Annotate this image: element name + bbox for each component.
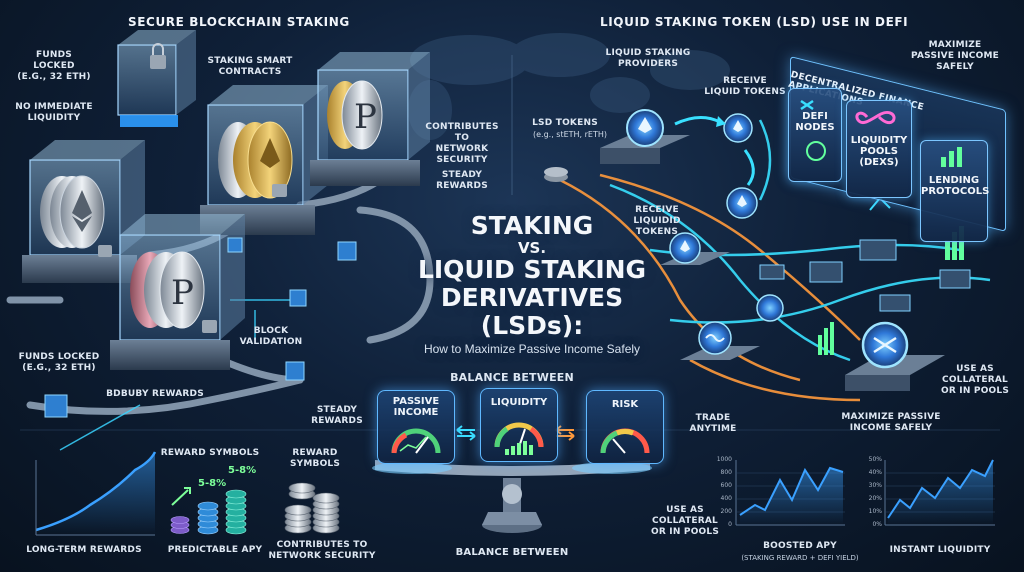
label-trade-anytime: TRADE ANYTIME: [689, 413, 737, 434]
title-derivatives: DERIVATIVES (LSDs):: [440, 283, 624, 340]
label-lsd-tokens: LSD TOKENS: [532, 118, 598, 128]
label-boosted-apy: BOOSTED APY: [763, 541, 837, 551]
balance-between-top: BALANCE BETWEEN: [450, 371, 574, 384]
card-liquidity-pools[interactable]: LIQUIDITY POOLS (DEXs): [846, 100, 912, 198]
svg-text:P: P: [171, 273, 194, 313]
card-liquidity-pools-label: LIQUIDITY POOLS (DEXs): [850, 135, 908, 168]
label-steady-rewards-top: STEADY REWARDS: [436, 170, 488, 191]
speedometer-icon: [494, 422, 544, 455]
gauge-liquidity: LIQUIDITY: [480, 388, 558, 462]
card-defi-nodes[interactable]: DEFI NODES: [788, 88, 842, 182]
label-steady-rewards-bottom: STEADY REWARDS: [311, 405, 363, 426]
label-providers: LIQUID STAKING PROVIDERS: [605, 48, 691, 69]
card-lending-protocols[interactable]: LENDING PROTOCOLS: [920, 140, 990, 242]
svg-text:P: P: [354, 97, 377, 137]
speedometer-icon: [600, 428, 650, 454]
label-use-collateral-bottom: USE AS COLLATERAL OR IN POOLS: [650, 505, 720, 537]
infinity-icon: [855, 111, 896, 125]
label-maximize-top: MAXIMIZE PASSIVE INCOME SAFELY: [911, 40, 999, 72]
label-contributes-network: CONTRIBUTES TO NETWORK SECURITY: [268, 540, 376, 561]
label-reward-symbols-a: REWARD SYMBOLS: [160, 448, 260, 458]
label-receive-top: RECEIVE LIQUID TOKENS: [704, 76, 786, 97]
apy-percent-b: 5-8%: [228, 465, 257, 476]
label-predictable-apy: PREDICTABLE APY: [167, 545, 263, 555]
label-bdbuby-rewards: BDBUBY REWARDS: [106, 389, 204, 399]
chart1-tick: 1000: [716, 456, 732, 463]
chart2-tick: 30%: [868, 482, 882, 489]
shuffle-icon: [800, 99, 826, 161]
label-use-collateral-right: USE AS COLLATERAL OR IN POOLS: [940, 364, 1010, 396]
chart1-tick: 0: [728, 521, 732, 528]
card-lending-label: LENDING PROTOCOLS: [921, 175, 990, 197]
label-funds-locked-top: FUNDS LOCKED (E.G., 32 ETH): [17, 50, 91, 82]
left-section-title: SECURE BLOCKCHAIN STAKING: [128, 15, 350, 29]
card-defi-nodes-label: DEFI NODES: [795, 111, 835, 133]
title-liquid-staking: LIQUID STAKING: [417, 255, 647, 284]
label-instant-liquidity: INSTANT LIQUIDITY: [889, 545, 991, 555]
gauge-passive-income: PASSIVE INCOME: [377, 390, 455, 464]
balance-between-bottom: BALANCE BETWEEN: [455, 547, 569, 558]
chart2-tick: 0%: [872, 521, 882, 528]
chart2-tick: 20%: [868, 495, 882, 502]
chart-icon: [941, 147, 962, 167]
chart2-tick: 10%: [868, 508, 882, 515]
label-smart-contracts: STAKING SMART CONTRACTS: [207, 56, 293, 77]
chart1-tick: 400: [720, 495, 732, 502]
main-title-block: STAKING VS. LIQUID STAKING DERIVATIVES (…: [398, 211, 666, 357]
right-section-title: LIQUID STAKING TOKEN (LSD) USE IN DEFI: [600, 15, 909, 29]
gauge-risk-label: RISK: [611, 399, 639, 410]
label-maximize-bottom: MAXIMIZE PASSIVE INCOME SAFELY: [841, 412, 941, 433]
chart1-tick: 200: [720, 508, 732, 515]
chart2-tick: 40%: [868, 469, 882, 476]
label-long-term-rewards: LONG-TERM REWARDS: [26, 545, 142, 555]
label-reward-symbols-b: REWARD SYMBOLS: [289, 448, 341, 469]
label-lsd-tokens-eg: (e.g., stETH, rETH): [532, 130, 607, 139]
subtitle: How to Maximize Passive Income Safely: [423, 342, 641, 356]
label-funds-locked-bottom: FUNDS LOCKED (E.G., 32 ETH): [18, 352, 100, 373]
label-block-validation: BLOCK VALIDATION: [239, 326, 303, 347]
label-contributes-security: CONTRIBUTES TO NETWORK SECURITY: [425, 122, 499, 165]
gauge-risk: RISK: [586, 390, 664, 464]
title-staking: STAKING: [470, 211, 594, 240]
title-vs: VS.: [517, 239, 547, 257]
label-no-liquidity: NO IMMEDIATE LIQUIDITY: [15, 102, 93, 123]
gauge-liquidity-label: LIQUIDITY: [490, 397, 548, 408]
label-receive-mid: RECEIVE LIQUIDID TOKENS: [633, 205, 681, 237]
gauge-passive-income-label: PASSIVE INCOME: [392, 396, 440, 418]
chart1-tick: 600: [720, 482, 732, 489]
chart2-tick: 50%: [868, 456, 882, 463]
label-boosted-apy-sub: (STAKING REWARD + DEFI YIELD): [741, 554, 859, 562]
apy-percent-a: 5-8%: [198, 478, 227, 489]
chart1-tick: 800: [720, 469, 732, 476]
speedometer-icon: [391, 428, 441, 454]
